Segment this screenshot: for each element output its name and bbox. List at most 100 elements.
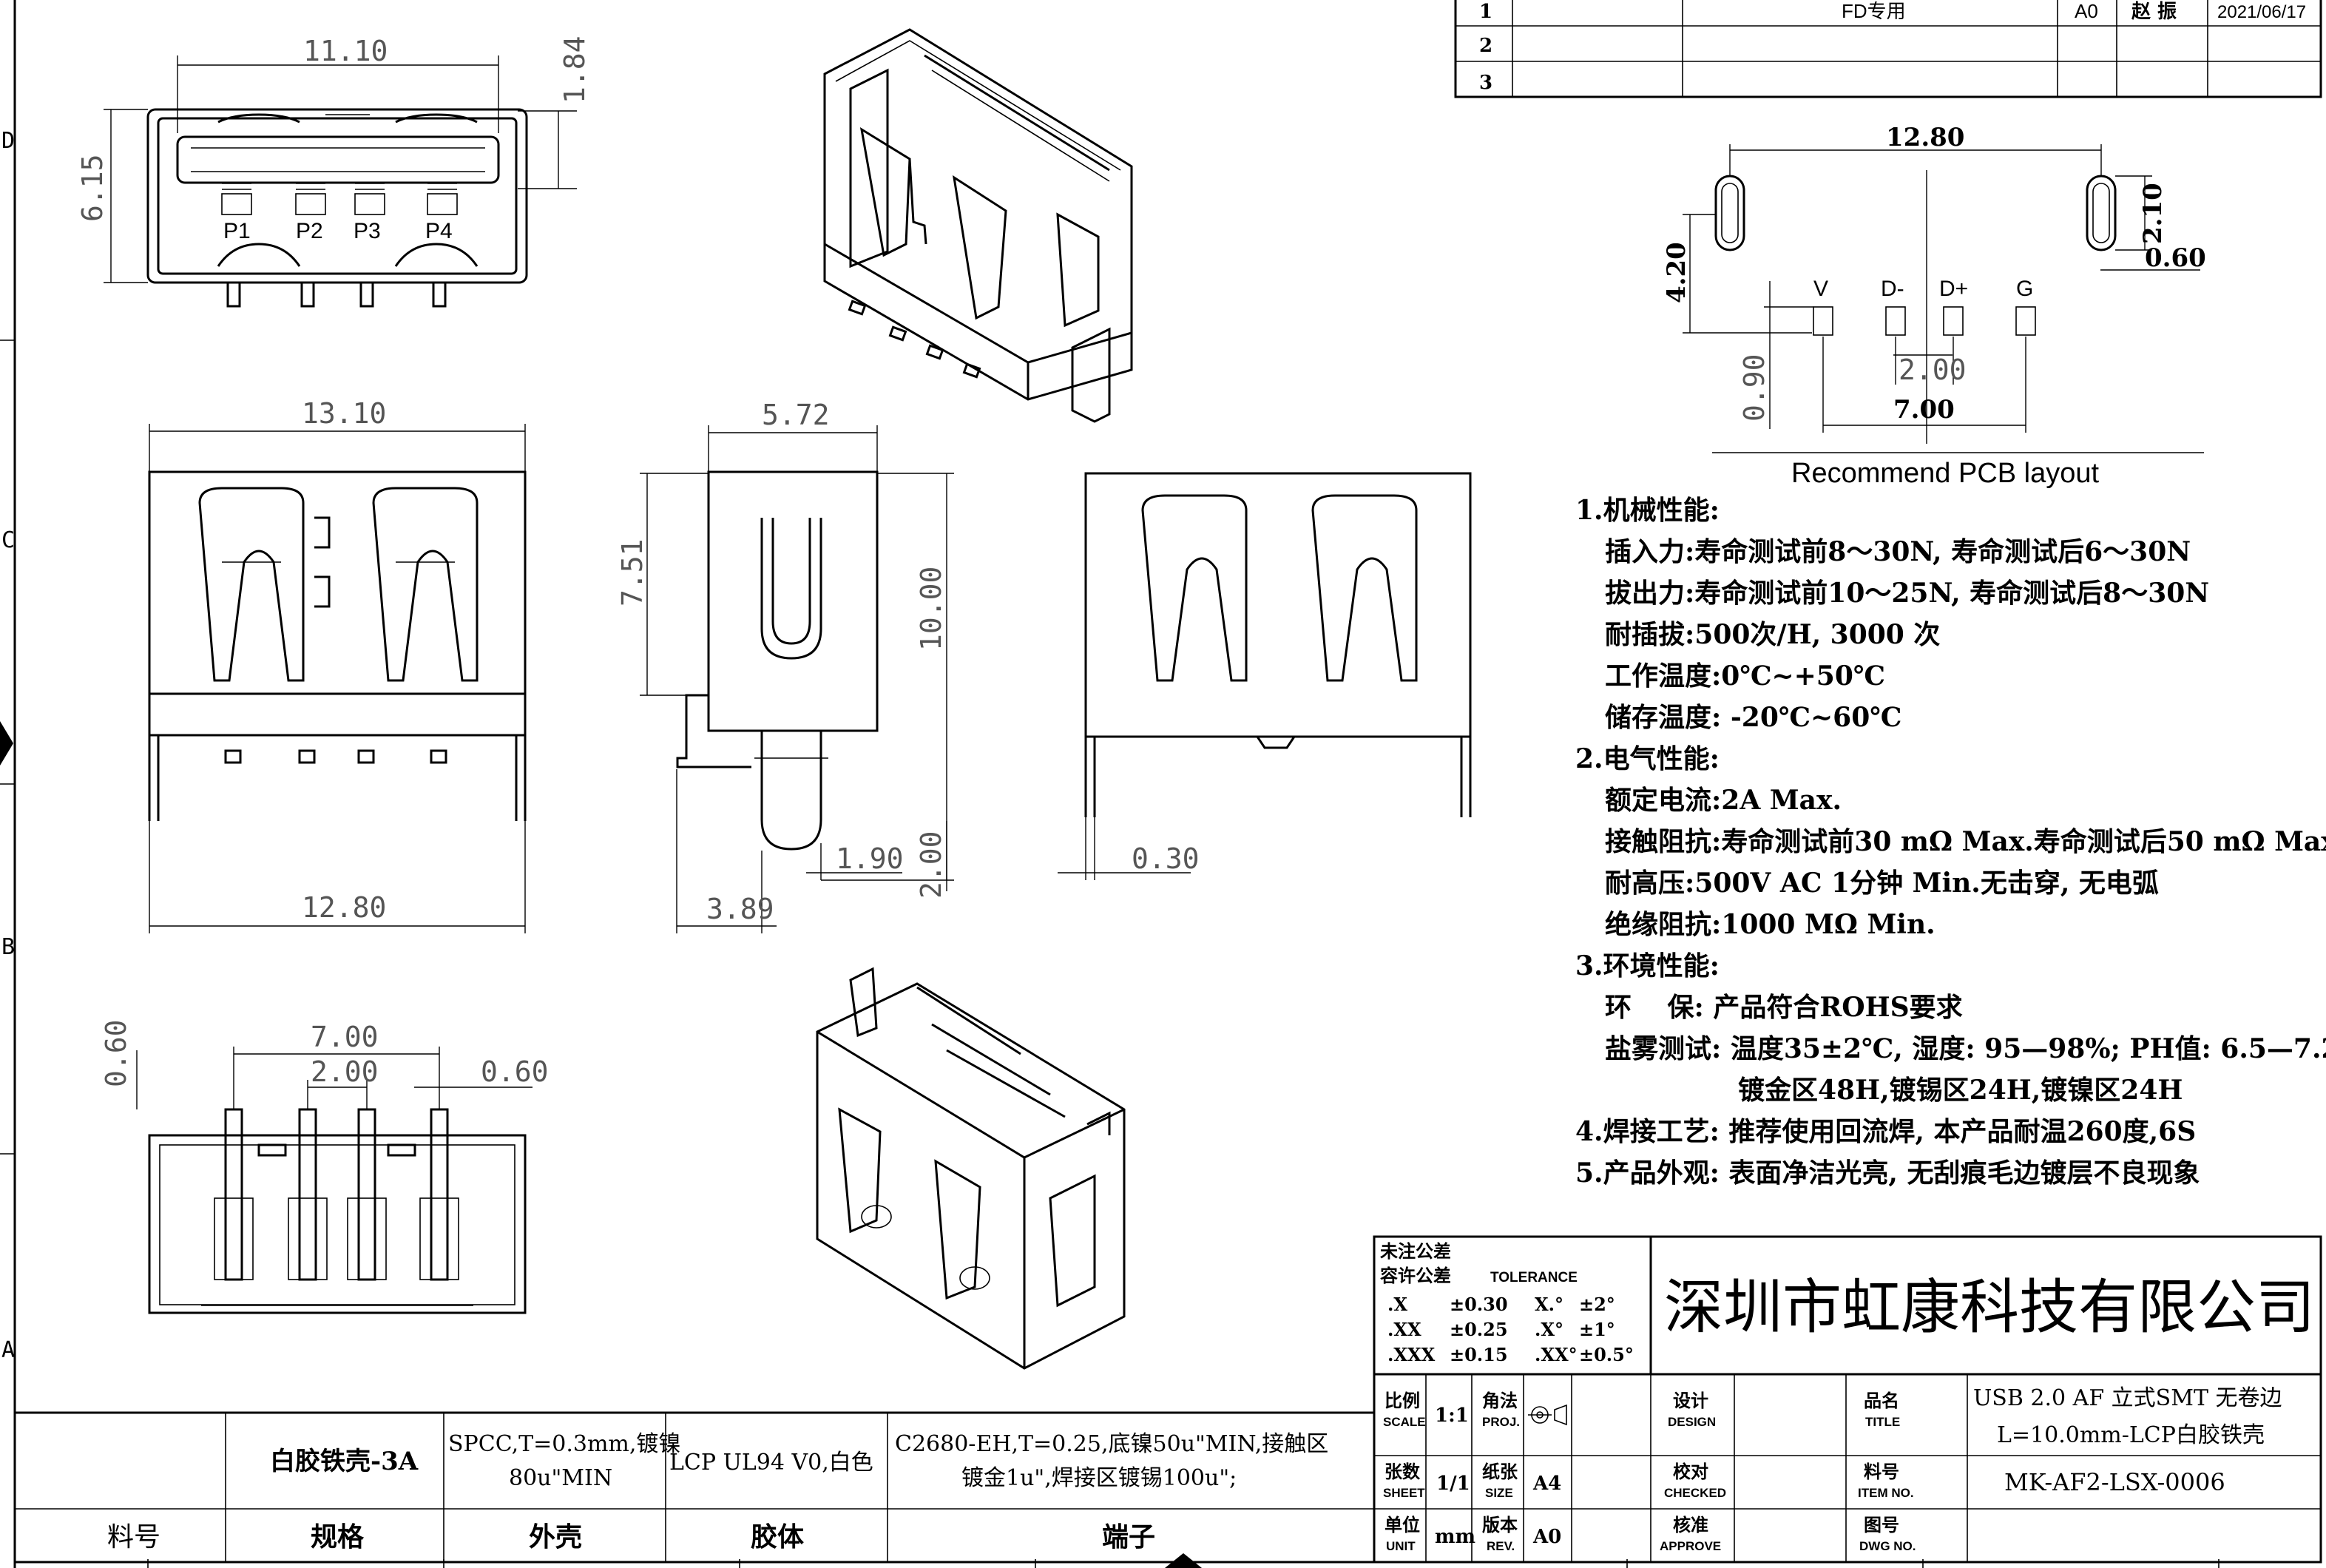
pcb-pin-dplus: D+ xyxy=(1939,277,1968,301)
scale-value: 1:1 xyxy=(1435,1405,1469,1427)
tol-row2-k: .XX xyxy=(1387,1319,1421,1340)
margin-mark-a: A xyxy=(1,1337,15,1363)
dim-view-b-d1: 1.90 xyxy=(836,842,904,875)
checked-label: 校对 xyxy=(1673,1461,1708,1482)
pcb-dim-slot-w: 0.60 xyxy=(2145,243,2206,273)
bom-header-shell: 外壳 xyxy=(529,1521,582,1552)
dim-view-b-d3: 3.89 xyxy=(706,893,774,925)
pcb-dim-offset: 4.20 xyxy=(1662,242,1691,303)
tol-row2-av: ±1° xyxy=(1579,1319,1615,1340)
dim-bottom-pad: 0.60 xyxy=(481,1055,549,1088)
center-mark-left xyxy=(0,721,13,766)
tol-row3-ak: .XX° xyxy=(1535,1344,1578,1365)
tolerance-title2: 容许公差 xyxy=(1380,1265,1451,1286)
spec-line: 拔出力:寿命测试前10～25N, 寿命测试后8～30N xyxy=(1605,578,2209,609)
tol-row1-ak: X.° xyxy=(1535,1294,1563,1315)
bom-terminal-value-line2: 镀金1u",焊接区镀锡100u"; xyxy=(961,1465,1237,1491)
proj-label-en: PROJ. xyxy=(1482,1415,1520,1429)
spec-line: 绝缘阻抗:1000 MΩ Min. xyxy=(1605,909,1935,940)
spec-line: 接触阻抗:寿命测试前30 mΩ Max.寿命测试后50 mΩ Max xyxy=(1605,826,2326,857)
tol-row3-k: .XXX xyxy=(1387,1344,1436,1365)
dim-view-b-right: 10.00 xyxy=(915,567,947,651)
design-label-en: DESIGN xyxy=(1668,1415,1716,1429)
pcb-dim-pad-h: 0.90 xyxy=(1738,354,1771,422)
dim-view-a-top: 13.10 xyxy=(302,397,386,430)
bom-table: 白胶铁壳-3A SPCC,T=0.3mm,镀镍 80u"MIN LCP UL94… xyxy=(13,1411,1376,1564)
spec-line: 插入力:寿命测试前8～30N, 寿命测试后6～30N xyxy=(1605,536,2191,567)
proj-label: 角法 xyxy=(1482,1390,1518,1411)
spec-line: 2.电气性能: xyxy=(1575,743,1720,774)
spec-line: 耐插拔:500次/H, 3000 次 xyxy=(1605,619,1940,650)
title-label: 品名 xyxy=(1864,1390,1899,1411)
bom-body-value: LCP UL94 V0,白色 xyxy=(669,1450,873,1476)
dim-front-width: 11.10 xyxy=(303,35,388,67)
sheet-label: 张数 xyxy=(1385,1461,1421,1482)
product-title-line2: L=10.0mm-LCP白胶铁壳 xyxy=(1997,1422,2265,1448)
tolerance-title-en: TOLERANCE xyxy=(1490,1270,1578,1285)
unit-value: mm xyxy=(1435,1526,1475,1548)
dim-front-height: 6.15 xyxy=(76,154,109,222)
rev-label: 版本 xyxy=(1482,1514,1518,1535)
bom-header-terminal: 端子 xyxy=(1102,1521,1155,1552)
pin-label-p3: P3 xyxy=(354,219,381,243)
pcb-dim-slot-h: 2.10 xyxy=(2138,183,2168,244)
tol-row2-ak: .X° xyxy=(1535,1319,1563,1340)
spec-line: 1.机械性能: xyxy=(1575,495,1720,526)
unit-label-en: UNIT xyxy=(1386,1539,1416,1553)
center-mark-bottom xyxy=(1165,1553,1202,1568)
size-label: 纸张 xyxy=(1482,1461,1518,1482)
pin-label-p2: P2 xyxy=(296,219,323,243)
bottom-view: 7.00 2.00 0.60 0.60 xyxy=(100,1019,549,1314)
tol-row3-av: ±0.5° xyxy=(1579,1344,1634,1365)
checked-label-en: CHECKED xyxy=(1664,1486,1726,1500)
unit-label: 单位 xyxy=(1385,1514,1420,1535)
margin-mark-b: B xyxy=(1,934,15,960)
dim-view-a-bottom: 12.80 xyxy=(302,891,386,924)
dwg-label: 图号 xyxy=(1864,1514,1899,1535)
spec-line: 4.焊接工艺: 推荐使用回流焊, 本产品耐温260度,6S xyxy=(1575,1116,2196,1147)
sheet-value: 1/1 xyxy=(1436,1473,1470,1495)
rev-label-en: REV. xyxy=(1487,1539,1515,1553)
rev-row1-ver: A0 xyxy=(2075,0,2098,22)
pcb-dim-span: 12.80 xyxy=(1886,123,1964,152)
bom-terminal-value-line1: C2680-EH,T=0.25,底镍50u"MIN,接触区 xyxy=(895,1431,1328,1457)
tol-row1-av: ±2° xyxy=(1579,1294,1615,1315)
item-number: MK-AF2-LSX-0006 xyxy=(2004,1468,2225,1496)
tol-row1-k: .X xyxy=(1387,1294,1407,1315)
rev-row2-no: 2 xyxy=(1479,35,1492,57)
revision-table: 1 FD专用 A0 赵 振 2021/06/17 2 3 xyxy=(1454,0,2322,98)
dim-view-b-d2: 2.00 xyxy=(915,831,947,899)
dim-bottom-left: 0.60 xyxy=(100,1019,132,1087)
bom-header-spec: 规格 xyxy=(311,1521,365,1552)
dim-view-b-top: 5.72 xyxy=(762,399,830,431)
spec-line: 镀金区48H,镀锡区24H,镀镍区24H xyxy=(1738,1075,2183,1106)
rev-row1-desc: FD专用 xyxy=(1842,0,1906,22)
pcb-pin-v: V xyxy=(1813,277,1828,301)
approve-label: 核准 xyxy=(1673,1514,1708,1535)
spec-line: 5.产品外观: 表面净洁光亮, 无刮痕毛边镀层不良现象 xyxy=(1575,1158,2200,1189)
spec-line: 耐高压:500V AC 1分钟 Min.无击穿, 无电弧 xyxy=(1605,868,2159,899)
rev-row3-no: 3 xyxy=(1479,72,1492,94)
item-label: 料号 xyxy=(1864,1461,1899,1482)
projection-symbol-icon xyxy=(1528,1404,1567,1426)
company-name: 深圳市虹康科技有限公司 xyxy=(1664,1274,2315,1340)
pin-label-p1: P1 xyxy=(223,219,251,243)
side-view-b: 5.72 7.51 10.00 2.00 1.90 3.89 xyxy=(616,399,954,933)
spec-line: 储存温度: -20℃~60℃ xyxy=(1605,702,1901,733)
dim-view-b-left: 7.51 xyxy=(616,538,649,606)
rev-row1-no: 1 xyxy=(1479,1,1492,23)
spec-line: 环 保: 产品符合ROHS要求 xyxy=(1605,992,1963,1023)
rev-row1-by: 赵 振 xyxy=(2131,1,2177,23)
item-label-en: ITEM NO. xyxy=(1858,1486,1914,1500)
tol-row2-v: ±0.25 xyxy=(1450,1319,1508,1340)
iso-view-top xyxy=(823,28,1133,423)
margin-mark-d: D xyxy=(1,128,15,154)
spec-line: 工作温度:0℃~+50℃ xyxy=(1605,660,1885,692)
spec-line: 额定电流:2A Max. xyxy=(1605,785,1842,816)
spec-line: 3.环境性能: xyxy=(1575,950,1720,981)
pcb-pin-g: G xyxy=(2016,277,2033,301)
drawing-frame: D C B A xyxy=(0,0,2219,1568)
pcb-dim-total: 7.00 xyxy=(1893,395,1955,425)
title-label-en: TITLE xyxy=(1865,1415,1900,1429)
